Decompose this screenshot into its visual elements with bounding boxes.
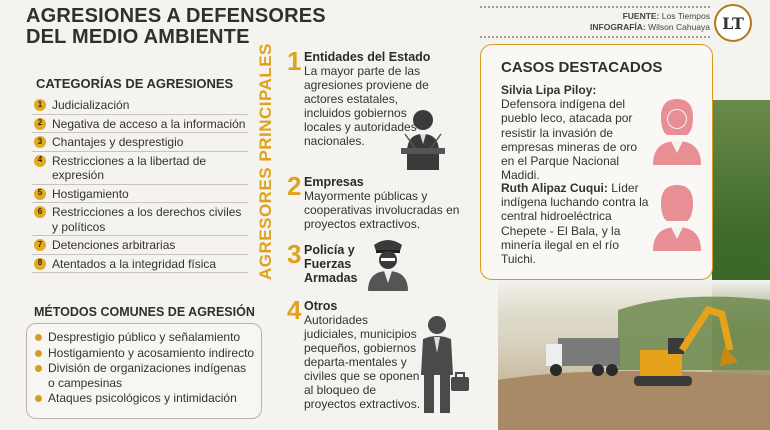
bullet-icon: [35, 349, 42, 357]
number-badge: 2: [34, 117, 46, 130]
cases-heading: CASOS DESTACADOS: [501, 59, 663, 76]
woman-avatar-icon: [653, 185, 701, 251]
categories-list: 1 Judicialización 2 Negativa de acceso a l…: [32, 96, 248, 273]
list-item: 3 Chantajes y desprestigio: [32, 133, 248, 152]
aggressor-item: 2 Empresas Mayormente públicas y coopera…: [287, 173, 477, 233]
categories-heading: CATEGORÍAS DE AGRESIONES: [36, 76, 234, 91]
method-label: División de organizaciones indígenas o c…: [48, 361, 247, 390]
aggressor-text: Autoridades judiciales, municipios peque…: [304, 313, 421, 411]
page-title: AGRESIONES A DEFENSORES DEL MEDIO AMBIEN…: [26, 6, 356, 48]
case-name: Ruth Alipaz Cuqui:: [501, 181, 608, 195]
list-item: 7 Detenciones arbitrarias: [32, 236, 248, 255]
methods-heading: MÉTODOS COMUNES DE AGRESIÓN: [34, 305, 255, 319]
category-label: Judicialización: [52, 98, 130, 112]
source-label: FUENTE:: [622, 11, 660, 21]
mining-site-photo: [498, 280, 770, 430]
number-badge: 3: [34, 136, 46, 148]
method-label: Ataques psicológicos y intimidación: [48, 391, 237, 405]
aggressor-number: 1: [287, 46, 302, 76]
source-value: Los Tiempos: [661, 11, 710, 21]
list-item: Desprestigio público y señalamiento: [35, 330, 255, 345]
list-item: Ataques psicológicos y intimidación: [35, 391, 255, 406]
aggressor-heading: Otros: [304, 299, 338, 313]
category-label: Atentados a la integridad física: [52, 256, 217, 271]
logo-text: LT: [722, 13, 744, 33]
case-text: Defensora indígena del pueblo leco, atac…: [501, 97, 638, 183]
aggressor-item: 1 Entidades del Estado La mayor parte de…: [287, 48, 487, 173]
list-item: 1 Judicialización: [32, 96, 248, 115]
aggressor-text: Mayormente públicas y cooperativas invol…: [304, 189, 460, 231]
businessman-briefcase-icon: [421, 316, 469, 413]
category-label: Restricciones a la libertad de expresión: [52, 153, 207, 183]
category-label: Detenciones arbitrarias: [52, 238, 176, 252]
method-label: Desprestigio público y señalamiento: [48, 330, 241, 344]
title-line-1: AGRESIONES A DEFENSORES: [26, 5, 326, 27]
aggressor-number: 2: [287, 171, 302, 201]
case-item: Silvia Lipa Piloy: Defensora indígena de…: [501, 83, 651, 182]
number-badge: 4: [34, 154, 46, 167]
list-item: 6 Restricciones a los derechos civiles y …: [32, 203, 248, 236]
methods-list: Desprestigio público y señalamiento Host…: [35, 330, 255, 406]
list-item: División de organizaciones indígenas o c…: [35, 361, 255, 390]
aggressor-number: 3: [287, 239, 302, 269]
aggressor-item: 3 Policía y Fuerzas Armadas: [287, 239, 427, 301]
bullet-icon: [35, 395, 42, 402]
methods-box: Desprestigio público y señalamiento Host…: [26, 323, 262, 419]
case-text: Líder indígena luchando contra la centra…: [501, 181, 649, 267]
aggressor-heading: Entidades del Estado: [304, 50, 431, 64]
number-badge: 5: [34, 187, 46, 200]
category-label: Restricciones a los derechos civiles y p…: [52, 205, 242, 234]
number-badge: 7: [34, 239, 46, 251]
list-item: Hostigamiento y acosamiento indirecto: [35, 346, 255, 361]
official-at-podium-icon: [401, 110, 445, 170]
category-label: Negativa de acceso a la información: [52, 116, 246, 131]
police-officer-icon: [368, 240, 408, 291]
list-item: 5 Hostigamiento: [32, 185, 248, 203]
list-item: 4 Restricciones a la libertad de expresió…: [32, 152, 248, 185]
case-item: Ruth Alipaz Cuqui: Líder indígena luchan…: [501, 181, 651, 266]
number-badge: 6: [34, 206, 46, 218]
number-badge: 1: [34, 99, 46, 111]
mining-site-illustration: [498, 280, 770, 430]
bullet-icon: [35, 365, 42, 372]
aggressors-vertical-label: AGRESORES PRINCIPALES: [256, 43, 275, 280]
aggressor-item: 4 Otros Autoridades judiciales, municipi…: [287, 297, 477, 422]
aggressor-heading: Policía y Fuerzas Armadas: [304, 243, 358, 285]
featured-cases-box: CASOS DESTACADOS Silvia Lipa Piloy: Defe…: [480, 44, 713, 280]
infographic-label: INFOGRAFÍA:: [590, 22, 646, 32]
title-line-2: DEL MEDIO AMBIENTE: [26, 26, 250, 48]
method-label: Hostigamiento y acosamiento indirecto: [48, 345, 255, 360]
infographic-value: Wilson Cahuaya: [648, 22, 710, 32]
list-item: 2 Negativa de acceso a la información: [32, 115, 248, 133]
newspaper-logo: LT: [714, 4, 752, 42]
case-name: Silvia Lipa Piloy:: [501, 83, 597, 97]
list-item: 8 Atentados a la integridad física: [32, 255, 248, 273]
aggressor-number: 4: [287, 295, 302, 325]
aggressor-text: La mayor parte de las agresiones provien…: [304, 64, 429, 148]
category-label: Chantajes y desprestigio: [52, 135, 184, 149]
aggressor-heading: Empresas: [304, 175, 364, 189]
woman-avatar-icon: [653, 99, 701, 165]
number-badge: 8: [34, 257, 46, 270]
category-label: Hostigamiento: [52, 186, 129, 201]
credits: FUENTE: Los Tiempos INFOGRAFÍA: Wilson C…: [480, 6, 710, 38]
bullet-icon: [35, 334, 42, 341]
